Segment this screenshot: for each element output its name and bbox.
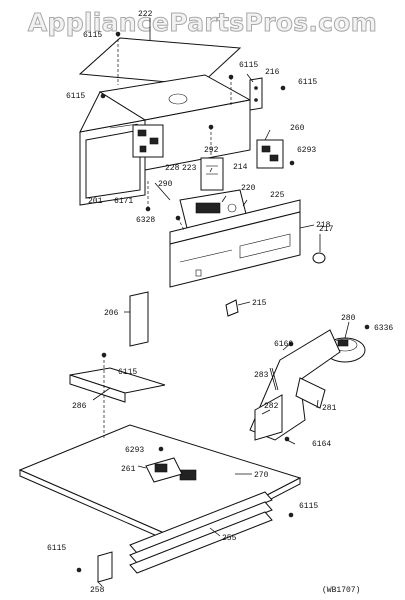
label-286: 286	[72, 402, 87, 411]
part-bracket-258	[97, 551, 113, 583]
label-206: 206	[104, 309, 119, 318]
label-228: 228	[165, 164, 180, 173]
label-218: 218	[316, 221, 331, 230]
label-201: 201	[88, 197, 103, 206]
leader-lines	[92, 18, 350, 587]
part-relay-board	[132, 124, 164, 158]
label-222: 222	[138, 10, 153, 19]
label-216: 216	[265, 68, 280, 77]
part-latch-arm	[249, 329, 341, 441]
label-214: 214	[233, 163, 248, 172]
part-base-plate	[18, 424, 302, 547]
label-6115-top: 6115	[83, 31, 102, 40]
label-6293-bottom: 6293	[125, 446, 144, 455]
label-6169: 6169	[274, 340, 293, 349]
label-292: 292	[204, 146, 219, 155]
label-290: 290	[158, 180, 173, 189]
part-switch-261	[145, 457, 183, 483]
label-223: 223	[182, 164, 197, 173]
label-6336: 6336	[374, 324, 393, 333]
label-6115-mid-left: 6115	[118, 368, 137, 377]
label-6115-bottom-right: 6115	[299, 502, 318, 511]
label-6115-bottom-left: 6115	[47, 544, 66, 553]
part-pin	[269, 367, 279, 391]
label-258: 258	[90, 586, 105, 595]
label-220: 220	[241, 184, 256, 193]
label-281: 281	[322, 404, 337, 413]
reference-code: (WB1707)	[322, 586, 360, 595]
label-255: 255	[222, 534, 237, 543]
label-6328: 6328	[136, 216, 155, 225]
part-side-trim	[129, 291, 149, 347]
label-6164: 6164	[312, 440, 331, 449]
label-280: 280	[341, 314, 356, 323]
label-6171: 6171	[114, 197, 133, 206]
part-knob	[312, 252, 326, 264]
label-217: 217	[319, 225, 334, 234]
label-6115-right-top: 6115	[239, 61, 258, 70]
label-283: 283	[254, 371, 269, 380]
part-rail	[129, 491, 273, 574]
part-control-panel	[169, 199, 301, 288]
part-board-214	[200, 157, 224, 191]
label-270: 270	[254, 471, 269, 480]
part-top-bracket	[69, 367, 166, 403]
label-260: 260	[290, 124, 305, 133]
part-clip-215	[225, 299, 239, 317]
label-282: 282	[264, 402, 279, 411]
label-6293-top: 6293	[297, 146, 316, 155]
label-6115-left: 6115	[66, 92, 85, 101]
label-261: 261	[121, 465, 136, 474]
label-225: 225	[270, 191, 285, 200]
label-215: 215	[252, 299, 267, 308]
part-relay-260	[256, 139, 284, 169]
label-6115-far-right: 6115	[298, 78, 317, 87]
part-bracket-216	[249, 77, 263, 111]
part-top-cover	[78, 37, 242, 86]
part-housing-box	[79, 74, 252, 206]
part-labels: 222 6115 6115 216 6115 6115 260 292 6293…	[47, 10, 393, 595]
